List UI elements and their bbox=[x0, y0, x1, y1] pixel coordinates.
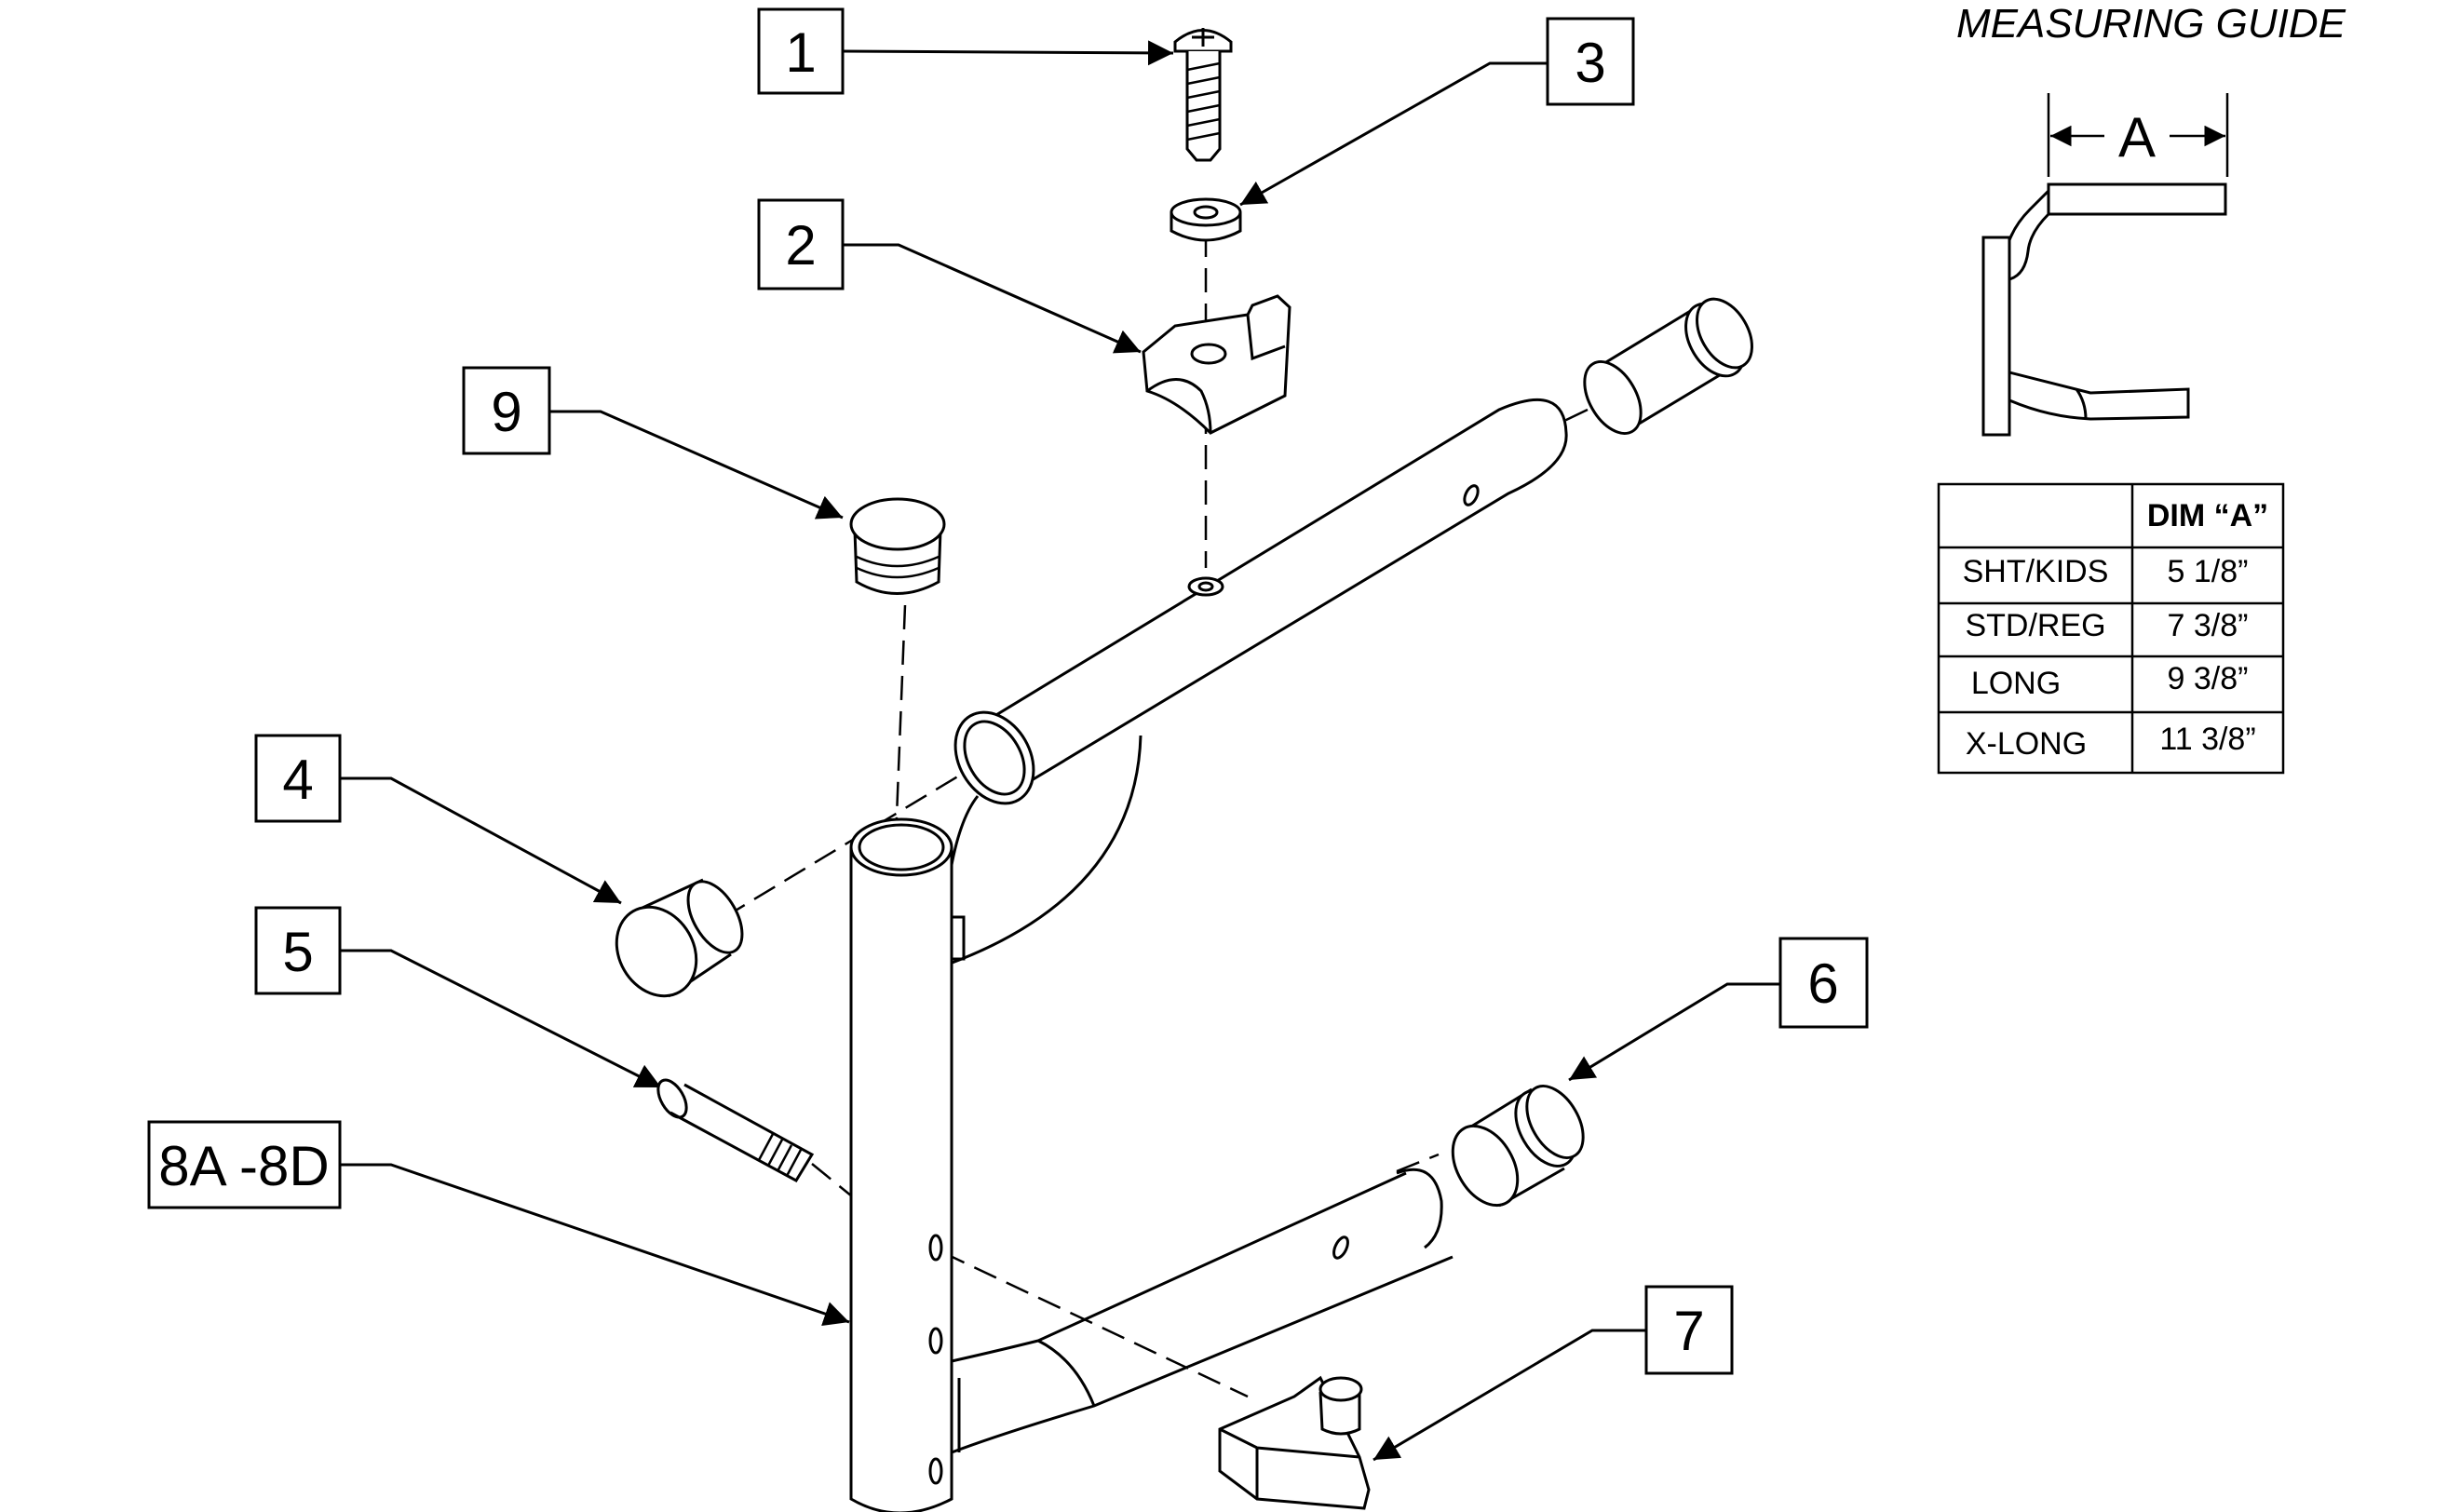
upper-end-plug bbox=[1583, 297, 1753, 435]
table-cell-dim: 5 1/8” bbox=[2168, 554, 2249, 589]
leader-3 bbox=[1239, 61, 1548, 207]
callout-4-label: 4 bbox=[282, 749, 313, 811]
table-cell-size: LONG bbox=[1971, 666, 2061, 701]
leader-8 bbox=[340, 1163, 850, 1326]
callout-9-label: 9 bbox=[491, 381, 521, 443]
leader-9 bbox=[549, 410, 844, 520]
screw-part-1 bbox=[1173, 28, 1233, 162]
dimension-table-text: DIM “A” SHT/KIDS 5 1/8” STD/REG 7 3/8” L… bbox=[1963, 498, 2269, 762]
dimension-a-label: A bbox=[2118, 106, 2156, 169]
callout-2-label: 2 bbox=[785, 214, 816, 277]
plug-part-6 bbox=[1451, 1085, 1585, 1208]
callout-9: 9 bbox=[462, 366, 844, 520]
callout-1-label: 1 bbox=[785, 21, 816, 84]
leader-2 bbox=[843, 243, 1142, 354]
callout-7-label: 7 bbox=[1673, 1300, 1704, 1362]
leader-5 bbox=[340, 949, 662, 1089]
callout-2: 2 bbox=[757, 198, 1142, 354]
callout-5-label: 5 bbox=[282, 921, 313, 983]
bracket-part-7 bbox=[1218, 1375, 1371, 1510]
pin-part-5 bbox=[656, 1078, 815, 1182]
callout-4: 4 bbox=[254, 734, 622, 905]
callout-7: 7 bbox=[1372, 1285, 1734, 1462]
callout-8: 8A -8D bbox=[147, 1120, 850, 1326]
table-cell-size: STD/REG bbox=[1965, 608, 2105, 643]
table-cell-dim: 7 3/8” bbox=[2168, 608, 2249, 643]
table-cell-size: X-LONG bbox=[1966, 726, 2087, 762]
leader-4 bbox=[340, 776, 622, 905]
callout-6-label: 6 bbox=[1807, 952, 1838, 1015]
upper-tube bbox=[948, 398, 1568, 965]
assembly-centerlines bbox=[716, 233, 1589, 1398]
table-cell-size: SHT/KIDS bbox=[1963, 554, 2109, 589]
dimension-table bbox=[1937, 482, 2285, 775]
measuring-guide-title: MEASURING GUIDE bbox=[1956, 1, 2346, 47]
measuring-guide: MEASURING GUIDE A bbox=[1956, 1, 2346, 437]
callout-3: 3 bbox=[1239, 17, 1635, 207]
vertical-tube-part-8 bbox=[849, 817, 1454, 1512]
cap-part-9 bbox=[849, 497, 946, 595]
table-cell-dim: 11 3/8” bbox=[2159, 722, 2255, 757]
callout-5: 5 bbox=[254, 906, 662, 1089]
table-cell-dim: 9 3/8” bbox=[2168, 661, 2249, 696]
leader-7 bbox=[1372, 1329, 1646, 1462]
callout-3-label: 3 bbox=[1575, 32, 1605, 94]
leader-6 bbox=[1568, 982, 1780, 1082]
callout-8-label: 8A -8D bbox=[158, 1135, 329, 1197]
washer-part-3 bbox=[1170, 197, 1242, 242]
table-header-dim-a: DIM “A” bbox=[2147, 498, 2268, 533]
callout-6: 6 bbox=[1568, 937, 1869, 1082]
clamp-part-2 bbox=[1142, 294, 1291, 435]
leader-1 bbox=[842, 40, 1174, 66]
plug-part-4 bbox=[615, 878, 744, 998]
callout-1: 1 bbox=[757, 7, 1174, 95]
